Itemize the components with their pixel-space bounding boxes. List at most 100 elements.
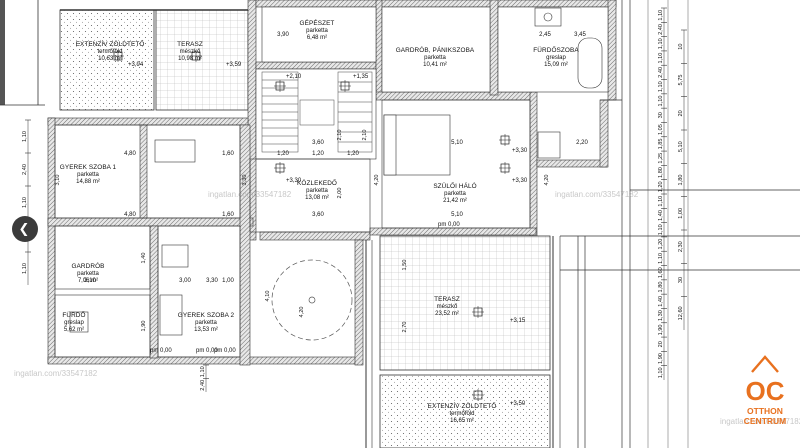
walls [47,0,617,366]
room-floor: parketta [306,28,328,34]
dim-value: 1,20 [658,239,664,250]
room-floor: greslap [546,55,566,61]
dim-140-v: 1,40 [141,253,147,264]
room-name: TERASZ [177,41,203,48]
dim-220: 2,20 [576,140,588,146]
dim-value: 1,10 [658,253,664,264]
watermarks: ingatlan.com/33547182 ingatlan.com/33547… [14,190,800,426]
dim-value: 1,05 [658,124,664,135]
dim-420-v: 4,20 [374,175,380,186]
dim-value: 1,10 [658,81,664,92]
watermark-right: ingatlan.com/33547182 [555,190,639,199]
dim-300: 3,00 [179,278,191,284]
dim-value: 1,10 [200,366,206,377]
level-marker-symbol [472,389,484,401]
dim-value: 5,75 [678,75,684,86]
dim-value: 10 [678,44,684,50]
dim-value: 1,10 [658,53,664,64]
dim-330: 3,30 [206,278,218,284]
room-area: 10,98 m² [178,56,202,62]
dim-value: 1,10 [658,96,664,107]
logo-line-1: OTTHON [747,406,783,416]
otthon-centrum-logo: OC OTTHON CENTRUM [744,355,786,426]
watermark-center: ingatlan.com/33547182 [208,190,292,199]
dim-value: 1,10 [658,196,664,207]
dim-120-a: 1,20 [277,151,289,157]
room-area: 13,08 m² [305,195,329,201]
dim-value: 1,85 [658,138,664,149]
level-135: +1,35 [353,74,369,80]
room-name: EXTENZÍV ZÖLDTETŐ [76,39,145,48]
level-marker-symbol [274,80,286,92]
level-markers: +3,94 +3,59 +2,10 +1,35 +3,30 +3,30 +3,3… [128,62,528,407]
level-359: +3,59 [226,62,242,68]
level-330-bedroom-b: +3,30 [512,148,528,154]
previous-image-button[interactable]: ❮ [12,216,38,242]
dim-410-v: 4,10 [265,291,271,302]
dim-360-bottom: 3,60 [312,212,324,218]
dim-510-bottom: 5,10 [451,212,463,218]
watermark-bottom-left: ingatlan.com/33547182 [14,369,98,378]
level-marker-symbol [499,162,511,174]
dim-value: 2,30 [678,241,684,252]
level-315: +3,15 [510,318,526,324]
dim-200-v: 2,00 [337,188,343,199]
level-marker-symbol [112,50,124,62]
level-350: +3,50 [510,401,526,407]
dim-value: 1,60 [658,267,664,278]
dim-value: 1,00 [678,208,684,219]
room-area: 21,42 m² [443,198,467,204]
room-floor: parketta [306,188,328,194]
room-area: 7,06 m² [78,278,98,284]
dim-value: 1,10 [22,263,28,274]
pm-labels: pm 0,00 pm 0,00 pm 0,00 pm 0,00 [150,222,460,354]
room-floor: parketta [195,320,217,326]
dim-345: 3,45 [574,32,586,38]
dim-value: 1,30 [658,310,664,321]
dim-value: 1,25 [658,153,664,164]
pm-label-d: pm 0,00 [438,222,460,228]
room-floor: termőföld [449,411,474,417]
room-floor: parketta [424,55,446,61]
watermark-bottom-right: ingatlan.com/33547182 [720,417,800,426]
pm-label-a: pm 0,00 [150,348,172,354]
level-330-bedroom: +3,30 [512,178,528,184]
dim-value: 1,80 [658,282,664,293]
dim-120-c: 1,20 [347,151,359,157]
dim-value: 1,90 [658,324,664,335]
room-area: 10,63 m² [98,56,122,62]
dim-value: 20 [658,341,664,347]
dim-value: 2,40 [22,164,28,175]
room-name: GARDRÓB [71,261,104,270]
room-name: EXTENZÍV ZÖLDTETŐ [428,401,497,410]
dim-420-v3: 4,20 [299,307,305,318]
dim-245: 2,45 [539,32,551,38]
dim-420-v2: 4,20 [544,175,550,186]
top-outdoor-area [59,9,250,111]
dim-value: 1,10 [658,38,664,49]
bottom-outdoor-area [271,235,561,448]
room-area: 16,65 m² [450,418,474,424]
dim-270-v: 2,70 [402,322,408,333]
room-area: 10,41 m² [423,62,447,68]
room-name: SZÜLŐI HÁLÓ [433,181,476,190]
room-name: TERASZ [434,296,460,303]
room-name: FÜRDŐ [62,310,85,319]
dim-480-bottom: 4,80 [124,212,136,218]
room-area: 5,62 m² [64,327,84,333]
dim-160-top: 1,60 [222,151,234,157]
dim-210-v: 2,10 [337,130,343,141]
dimensions: 3,90 2,45 3,45 4,80 4,80 3,60 3,60 5,10 … [55,32,588,332]
level-210: +2,10 [286,74,302,80]
dim-510-top: 5,10 [451,140,463,146]
